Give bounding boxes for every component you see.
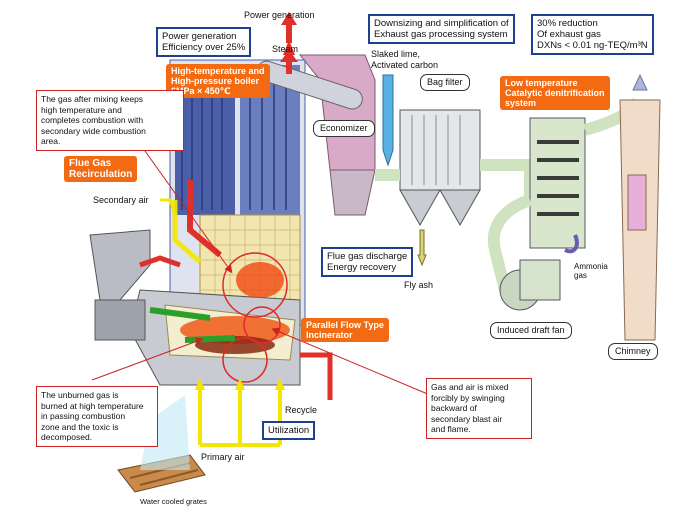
flue-duct: [298, 54, 376, 216]
callout-lines: [91, 129, 431, 396]
label-slaked-lime: Slaked lime, Activated carbon: [371, 49, 439, 70]
furnace: [129, 252, 301, 386]
label-water-cooled-grates: Water cooled grates: [140, 497, 207, 506]
callout-mixing: The gas after mixing keeps high temperat…: [36, 90, 184, 151]
catalyst-tower: [487, 97, 644, 311]
label-recycle: Recycle: [285, 405, 318, 415]
box-low-temp: Low temperature Catalytic denitrificatio…: [500, 76, 610, 110]
box-utilization: Utilization: [262, 421, 316, 440]
box-flue-recirculation: Flue Gas Recirculation: [64, 156, 138, 182]
secondary-air-arrow: [160, 198, 177, 216]
primary-air-arrows: [195, 378, 285, 447]
recycle-arrow: [300, 352, 333, 400]
water-cooled-grates-illustration: [117, 395, 206, 493]
label-induced-draft-fan: Induced draft fan: [490, 322, 572, 339]
label-chimney: Chimney: [608, 343, 658, 360]
slaked-lime-arrow: [382, 74, 394, 167]
fly-ash-arrow: [417, 229, 427, 267]
label-power-generation: Power generation: [244, 10, 315, 20]
feed-hopper: [89, 229, 151, 341]
label-primary-air: Primary air: [201, 452, 245, 462]
label-bag-filter: Bag filter: [420, 74, 470, 91]
ammonia-arrow: [564, 234, 579, 254]
box-flue-discharge: Flue gas discharge Energy recovery: [321, 247, 414, 277]
box-reduction: 30% reduction Of exhaust gas DXNs < 0.01…: [531, 14, 654, 55]
label-ammonia-gas: Ammonia gas: [574, 262, 608, 280]
exhaust-arrow: [632, 73, 648, 91]
label-fly-ash: Fly ash: [404, 280, 434, 290]
box-downsizing: Downsizing and simplification of Exhaust…: [368, 14, 515, 44]
box-power-efficiency: Power generation Efficiency over 25%: [156, 27, 252, 57]
chimney-stack: [619, 99, 661, 341]
steam-arrows: [280, 12, 298, 74]
box-parallel-flow: Parallel Flow Type Incinerator: [301, 318, 389, 342]
callout-mixed-forcibly: Gas and air is mixed forcibly by swingin…: [426, 378, 532, 439]
callout-unburned: The unburned gas is burned at high tempe…: [36, 386, 158, 447]
label-steam: Steam: [272, 44, 299, 54]
label-economizer: Economizer: [313, 120, 375, 137]
label-secondary-air: Secondary air: [93, 195, 149, 205]
